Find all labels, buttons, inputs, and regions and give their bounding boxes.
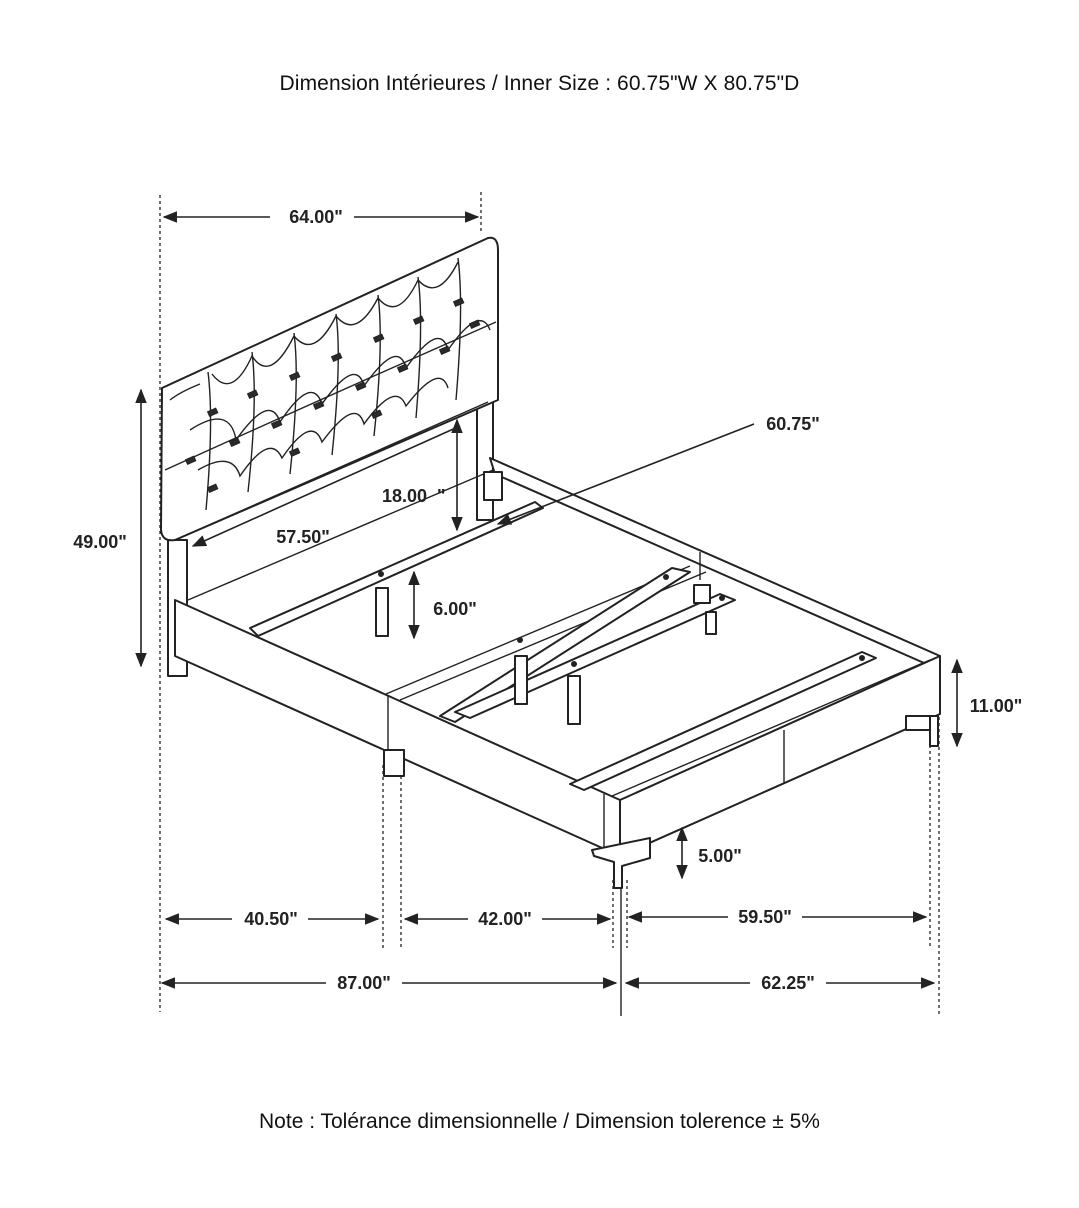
length-segment-a-label: 40.50" — [244, 909, 298, 929]
tolerance-note: Note : Tolérance dimensionnelle / Dimens… — [259, 1110, 820, 1133]
floor-clearance-label: 5.00" — [698, 846, 742, 866]
total-width-label: 62.25" — [761, 973, 815, 993]
inner-width-label: 59.50" — [738, 907, 792, 927]
dimension-arrows — [135, 211, 963, 989]
headboard-width-label: 64.00" — [289, 207, 343, 227]
headboard-inner-width-label: 57.50" — [276, 527, 330, 547]
slat-leg-height-label: 6.00" — [433, 599, 477, 619]
rail-height-label: 11.00" — [970, 696, 1023, 716]
total-height-label: 49.00" — [73, 532, 127, 552]
inner-size-heading: Dimension Intérieures / Inner Size : 60.… — [279, 72, 800, 95]
headboard-panel — [160, 236, 499, 542]
bed-frame — [174, 457, 941, 889]
length-segment-b-label: 42.00" — [478, 909, 532, 929]
headboard-clearance-label: 18.00 " — [382, 486, 446, 506]
total-length-label: 87.00" — [337, 973, 391, 993]
extension-lines — [159, 192, 940, 1016]
slat-width-label: 60.75" — [766, 414, 820, 434]
